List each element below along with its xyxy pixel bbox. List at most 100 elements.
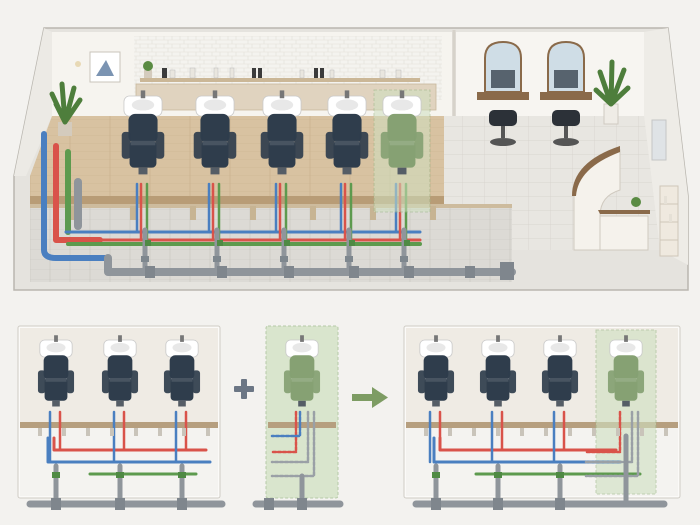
chair-backrest [485,355,511,380]
chair-armrest-left [325,131,335,159]
chair-armrest-right [227,131,237,159]
joist [544,428,548,436]
styling-chair [552,110,580,126]
chair-armrest-right [66,370,75,394]
chair-backrest [128,113,158,144]
salon-cutaway-scene [13,27,689,291]
product-shelf [140,78,420,82]
chair-backrest [200,113,230,144]
pipe-fitting [217,240,223,246]
faucet [118,335,122,342]
chair-armrest-left [417,370,426,394]
joist [664,428,668,436]
faucet [54,335,58,342]
cold-connection [584,410,634,464]
recirc-connection [270,410,310,464]
wash-station [121,90,165,175]
chair-armrest-right [636,370,645,394]
chair-armrest-left [479,370,488,394]
chair-seat [290,378,314,401]
faucet [624,335,628,342]
right-window [651,119,667,161]
pipe-fitting [280,256,288,262]
chair-base [397,167,407,175]
cold-water-main [46,436,212,464]
drain-fitting [145,266,155,278]
chair-seat [614,378,638,401]
drain-main [104,254,516,276]
drain-fitting [217,266,227,278]
chair-base [210,167,220,175]
cold-connection [270,410,302,438]
added-wash-station [607,335,645,407]
chair-base [622,400,630,407]
wall-sconce [75,61,81,67]
cold-water-riser [41,131,111,261]
station-pipes [112,410,126,510]
drain-fitting [177,498,187,510]
hot-connection [270,410,298,454]
chair-backrest [169,355,195,380]
reception-desk [572,146,650,251]
chair-base [432,400,440,407]
faucet [140,90,146,99]
chair-armrest-left [541,370,550,394]
wash-station [193,90,237,175]
chair-armrest-right [294,131,304,159]
chair-backrest [332,113,362,144]
faucet [344,90,350,99]
chair-armrest-left [283,370,292,394]
chair-base [116,400,124,407]
hot-connection [584,410,622,454]
drain-fitting [284,266,294,278]
chair-seat [44,378,68,401]
chair-seat [108,378,132,401]
chair-base [556,400,564,407]
wash-station [101,335,139,407]
chair-seat [388,140,416,168]
joist [134,428,138,436]
vanity-counter [477,92,529,100]
chair-armrest-right [446,370,455,394]
floor-joists [70,206,436,220]
joist [472,428,476,436]
chair-armrest-right [414,131,424,159]
shelf-products [162,67,402,79]
joist [520,428,524,436]
wash-station [479,335,517,407]
pipe-fitting [556,472,564,478]
joist [182,428,186,436]
wash-station-row [121,89,431,213]
pipe-fitting [213,256,221,262]
styling-stations [477,40,592,146]
drain-fitting [115,498,125,510]
joist [496,428,500,436]
pipe-fitting [400,256,408,262]
joist [448,428,452,436]
wash-station [417,335,455,407]
chair-backrest [267,113,297,144]
joist [424,428,428,436]
left-wall [14,28,52,176]
joist [206,428,210,436]
chair-seat [333,140,361,168]
chair-armrest-left [121,131,131,159]
faucet [434,335,438,342]
panel-floor-edge [20,422,218,428]
added-wash-station [283,335,321,407]
joist [110,428,114,436]
pipe-fitting [345,256,353,262]
chair-armrest-right [570,370,579,394]
chair-armrest-right [192,370,201,394]
chair-base [138,167,148,175]
wash-station [325,90,369,175]
wash-station [260,90,304,175]
panel-after-expansion [403,325,681,510]
chair-base [52,400,60,407]
chair-seat [170,378,194,401]
station-pipes [174,410,188,510]
chair-armrest-left [380,131,390,159]
station-pipes [552,410,566,510]
arrow-right-icon [352,387,388,408]
plant-left [49,81,83,136]
